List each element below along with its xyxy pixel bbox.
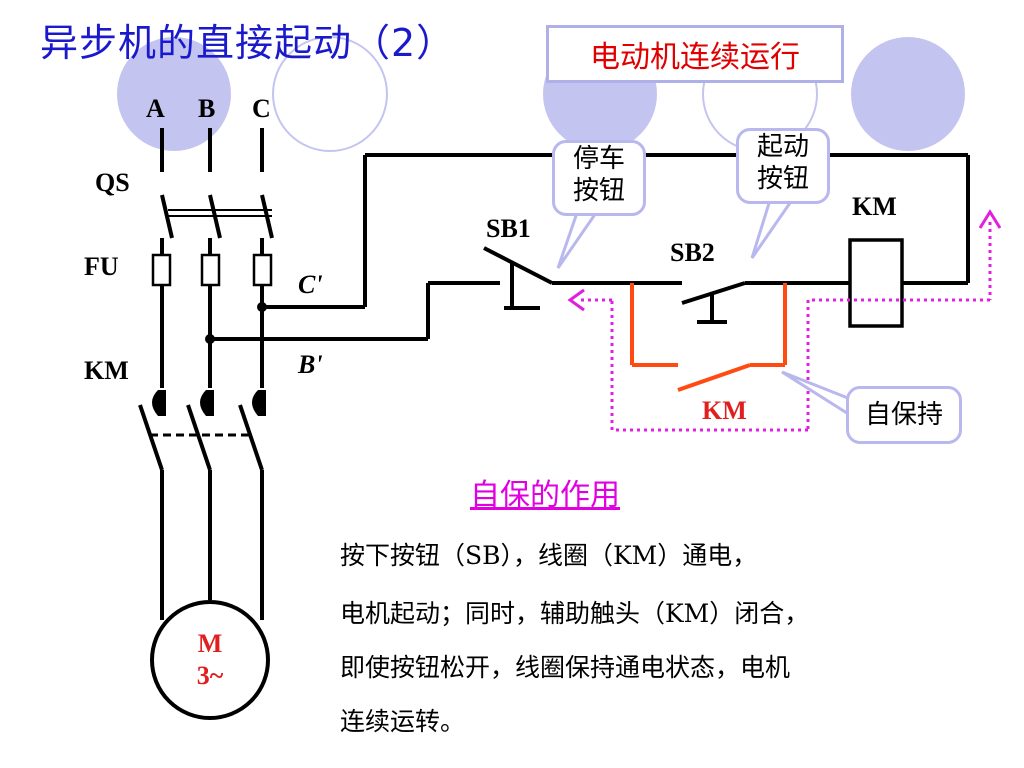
description-line-2: 电机起动；同时，辅助触头（KM）闭合， <box>340 599 810 628</box>
stop-callout-line2: 按钮 <box>572 176 625 206</box>
km-coil-label: KM <box>852 192 897 221</box>
mode-label: 电动机连续运行 <box>546 25 844 83</box>
aux-contact-km <box>630 283 787 392</box>
stop-callout-line1: 停车 <box>572 144 625 174</box>
description-line-3: 即使按钮松开，线圈保持通电状态，电机 <box>340 653 791 682</box>
role-title: 自保的作用 <box>470 478 620 513</box>
km-contact-arcs <box>152 390 266 416</box>
c-prime-label: C' <box>298 270 323 299</box>
start-button-callout: 起动 按钮 <box>736 128 830 204</box>
stop-button-callout: 停车 按钮 <box>552 140 646 216</box>
qs-label: QS <box>95 168 130 197</box>
phase-b-label: B <box>198 94 216 123</box>
b-prime-label: B' <box>298 350 323 379</box>
km-aux-label: KM <box>702 396 747 425</box>
page-title: 异步机的直接起动（2） <box>40 21 456 65</box>
self-hold-callout: 自保持 <box>846 386 962 444</box>
km-main-label: KM <box>84 356 129 385</box>
sb2-label: SB2 <box>670 238 715 267</box>
arrow-left-icon <box>567 288 585 312</box>
motor-line2: 3~ <box>196 661 224 690</box>
fu-label: FU <box>84 252 119 281</box>
arrow-up-icon <box>978 209 1002 229</box>
sb1-label: SB1 <box>486 214 531 243</box>
main-circuit <box>138 128 970 720</box>
start-callout-line2: 按钮 <box>756 164 809 194</box>
phase-c-label: C <box>252 94 271 123</box>
motor-line1: M <box>197 629 223 658</box>
description-line-1: 按下按钮（SB），线圈（KM）通电， <box>340 541 758 570</box>
current-path <box>578 222 992 432</box>
start-callout-line1: 起动 <box>756 132 809 162</box>
description-line-4: 连续运转。 <box>340 707 466 736</box>
motor-label: M 3~ <box>180 628 240 692</box>
phase-a-label: A <box>146 94 165 123</box>
